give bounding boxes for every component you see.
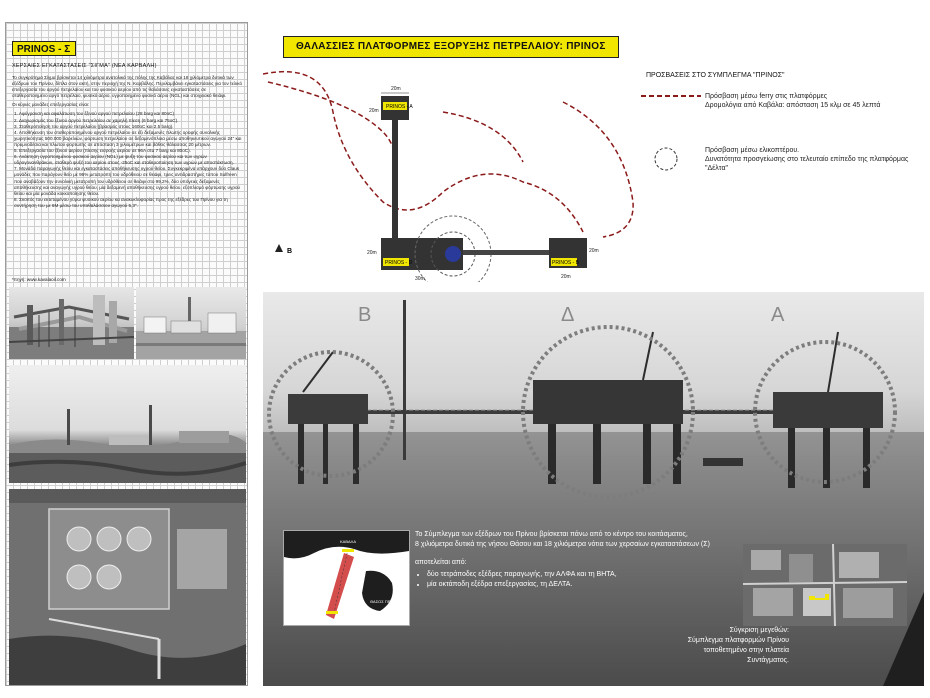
comparison-satellite-image: [743, 544, 907, 626]
comparison-line2: Σύμπλεγμα πλατφορμών Πρίνου: [687, 637, 789, 644]
dim-d-height: 20m: [367, 250, 377, 256]
letter-beta: Β: [358, 304, 372, 326]
legend-heading: ΠΡΟΣΒΑΣΕΙΣ ΣΤΟ ΣΥΜΠΛΕΓΜΑ "ΠΡΙΝΟΣ": [646, 72, 785, 79]
units-list-item: 3. Σταθεροποίηση του αργού πετρελαίου (β…: [14, 123, 174, 129]
location-map-image: ΚΑΒΑΛΑ ΘΑΣΟΣ ΠΡΙΝΟΥ: [284, 531, 409, 619]
right-main-panel: ΘΑΛΑΣΣΙΕΣ ΠΛΑΤΦΟΡΜΕΣ ΕΞΟΡΥΞΗΣ ΠΕΤΡΕΛΑΙΟΥ…: [263, 22, 924, 686]
ferry-legend-line1: Πρόσβαση μέσω ferry στις πλατφόρμες: [705, 93, 828, 100]
refinery-photo-plant: [136, 287, 246, 359]
platform-layout-diagram: PRINOS - A 20m 20m PRINOS - D 30m 20m PR…: [263, 70, 634, 282]
refinery-photo-landscape: [9, 365, 246, 483]
ferry-legend-line2: Δρομολόγια από Καβάλα: απόσταση 15 κλμ σ…: [705, 102, 881, 109]
dim-a-height: 20m: [369, 108, 379, 114]
panel-title: PRINOS - Σ: [12, 41, 76, 56]
ferry-legend-text: Πρόσβαση μέσω ferry στις πλατφόρμες Δρομ…: [653, 92, 880, 110]
info-bullet: μία οκτάποδη εξέδρα επεξεργασίας, τη ΔΕΛ…: [427, 580, 725, 590]
refinery-photo-pipes: [9, 287, 134, 359]
aerial-image: [9, 489, 246, 685]
ferry-route-legend-icon: [641, 95, 701, 97]
source-note: *πηγή: www.kavalaoil.com: [12, 277, 66, 282]
platforms-image: [263, 300, 924, 686]
page-title: ΘΑΛΑΣΣΙΕΣ ΠΛΑΤΦΟΡΜΕΣ ΕΞΟΡΥΞΗΣ ΠΕΤΡΕΛΑΙΟΥ…: [283, 36, 619, 58]
info-bullet: δύο τετράποδες εξέδρες παραγωγής, την ΑΛ…: [427, 570, 725, 580]
units-list-item: 1. Αφύγρανση και αφαλάτωση του ξξινού αρ…: [14, 111, 176, 117]
info-bullets: δύο τετράποδες εξέδρες παραγωγής, την ΑΛ…: [415, 570, 725, 590]
comparison-caption: Σύγκριση μεγεθών: Σύμπλεγμα πλατφορμών Π…: [629, 626, 789, 666]
platform-b-label: PRINOS - B: [552, 260, 580, 266]
units-list-item: 7. Μονάδα παραγωγής θείου και εγκαταστάσ…: [14, 166, 241, 196]
platform-info-text: Το Σύμπλεγμα των εξέδρων του Πρίνου βρίσ…: [415, 530, 725, 590]
dim-b-width: 20m: [561, 274, 571, 280]
comparison-line3: τοποθετημένο στην πλατεία: [703, 647, 789, 654]
units-list-item: 4. Αποθήκευση του σταθεροποιημένου αργού…: [14, 129, 242, 147]
dim-a-width: 20m: [391, 86, 401, 92]
letter-delta: Δ: [561, 304, 575, 326]
units-list: 1. Αφύγρανση και αφαλάτωση του ξξινού αρ…: [12, 111, 242, 209]
panel-body: Το συγκρότημα Σίγμα βρίσκεται 14 χιλιόμε…: [12, 75, 242, 212]
info-composed: αποτελείται από:: [415, 559, 467, 566]
platform-d-label: PRINOS - D: [385, 260, 413, 266]
comparison-line4: Συντάγματος.: [747, 657, 789, 664]
helicopter-legend-icon: [654, 147, 678, 171]
units-list-item: 5. Επεξεργασία του ξξινού αερίου (πίεσης…: [14, 148, 191, 154]
location-map: ΚΑΒΑΛΑ ΘΑΣΟΣ ΠΡΙΝΟΥ: [283, 530, 410, 626]
heli-legend-line2: Δυνατότητα προσγείωσης στο τελευταίο επί…: [705, 156, 909, 172]
diagram-area: [263, 22, 924, 292]
info-line2: 8 χιλιόμετρα δυτικά της νήσου Θάσου και …: [415, 541, 710, 548]
info-line1: Το Σύμπλεγμα των εξέδρων του Πρίνου βρίσ…: [415, 531, 688, 538]
letter-alpha: Α: [771, 304, 785, 326]
map-thasos-label: ΘΑΣΟΣ ΠΡΙΝΟΥ: [370, 599, 400, 604]
map-kavala-label: ΚΑΒΑΛΑ: [340, 539, 356, 544]
platform-a-label: PRINOS - A: [386, 104, 413, 110]
left-info-panel: PRINOS - Σ ΧΕΡΣΑΙΕΣ ΕΓΚΑΤΑΣΤΑΣΕΙΣ "ΣΙΓΜΑ…: [5, 22, 248, 686]
panel-subtitle: ΧΕΡΣΑΙΕΣ ΕΓΚΑΤΑΣΤΑΣΕΙΣ "ΣΙΓΜΑ" (ΝΕΑ ΚΑΡΒ…: [12, 63, 157, 69]
dim-d-width: 30m: [415, 276, 425, 282]
comparison-line1: Σύγκριση μεγεθών:: [729, 627, 789, 634]
units-list-item: 2. Διαχωρισμός του ξξινού αργού πετρελαί…: [14, 117, 179, 123]
pipes-image: [9, 295, 134, 359]
platforms-photo: [263, 292, 924, 686]
plant-image: [136, 297, 246, 359]
refinery-aerial-photo: [9, 489, 246, 685]
landscape-image: [9, 405, 246, 483]
comparison-satellite-svg: [743, 544, 907, 626]
heli-legend-line1: Πρόσβαση μέσω ελικοπτέρου.: [705, 147, 800, 154]
units-list-item: 8. Σκοπός του εκτεταμένου γύρω φυσικού α…: [14, 196, 228, 208]
heli-legend-text: Πρόσβαση μέσω ελικοπτέρου. Δυνατότητα πρ…: [705, 146, 924, 173]
main-units-heading: Οι κύριες μονάδες επεξεργασίας είναι:: [12, 102, 90, 108]
intro-paragraph: Το συγκρότημα Σίγμα βρίσκεται 14 χιλιόμε…: [12, 75, 243, 99]
units-list-item: 6. Ανάκτηση υγροποιημένου φυσικού αερίου…: [14, 154, 234, 166]
north-arrow-label: B: [287, 248, 292, 255]
dim-b-height: 20m: [589, 248, 599, 254]
